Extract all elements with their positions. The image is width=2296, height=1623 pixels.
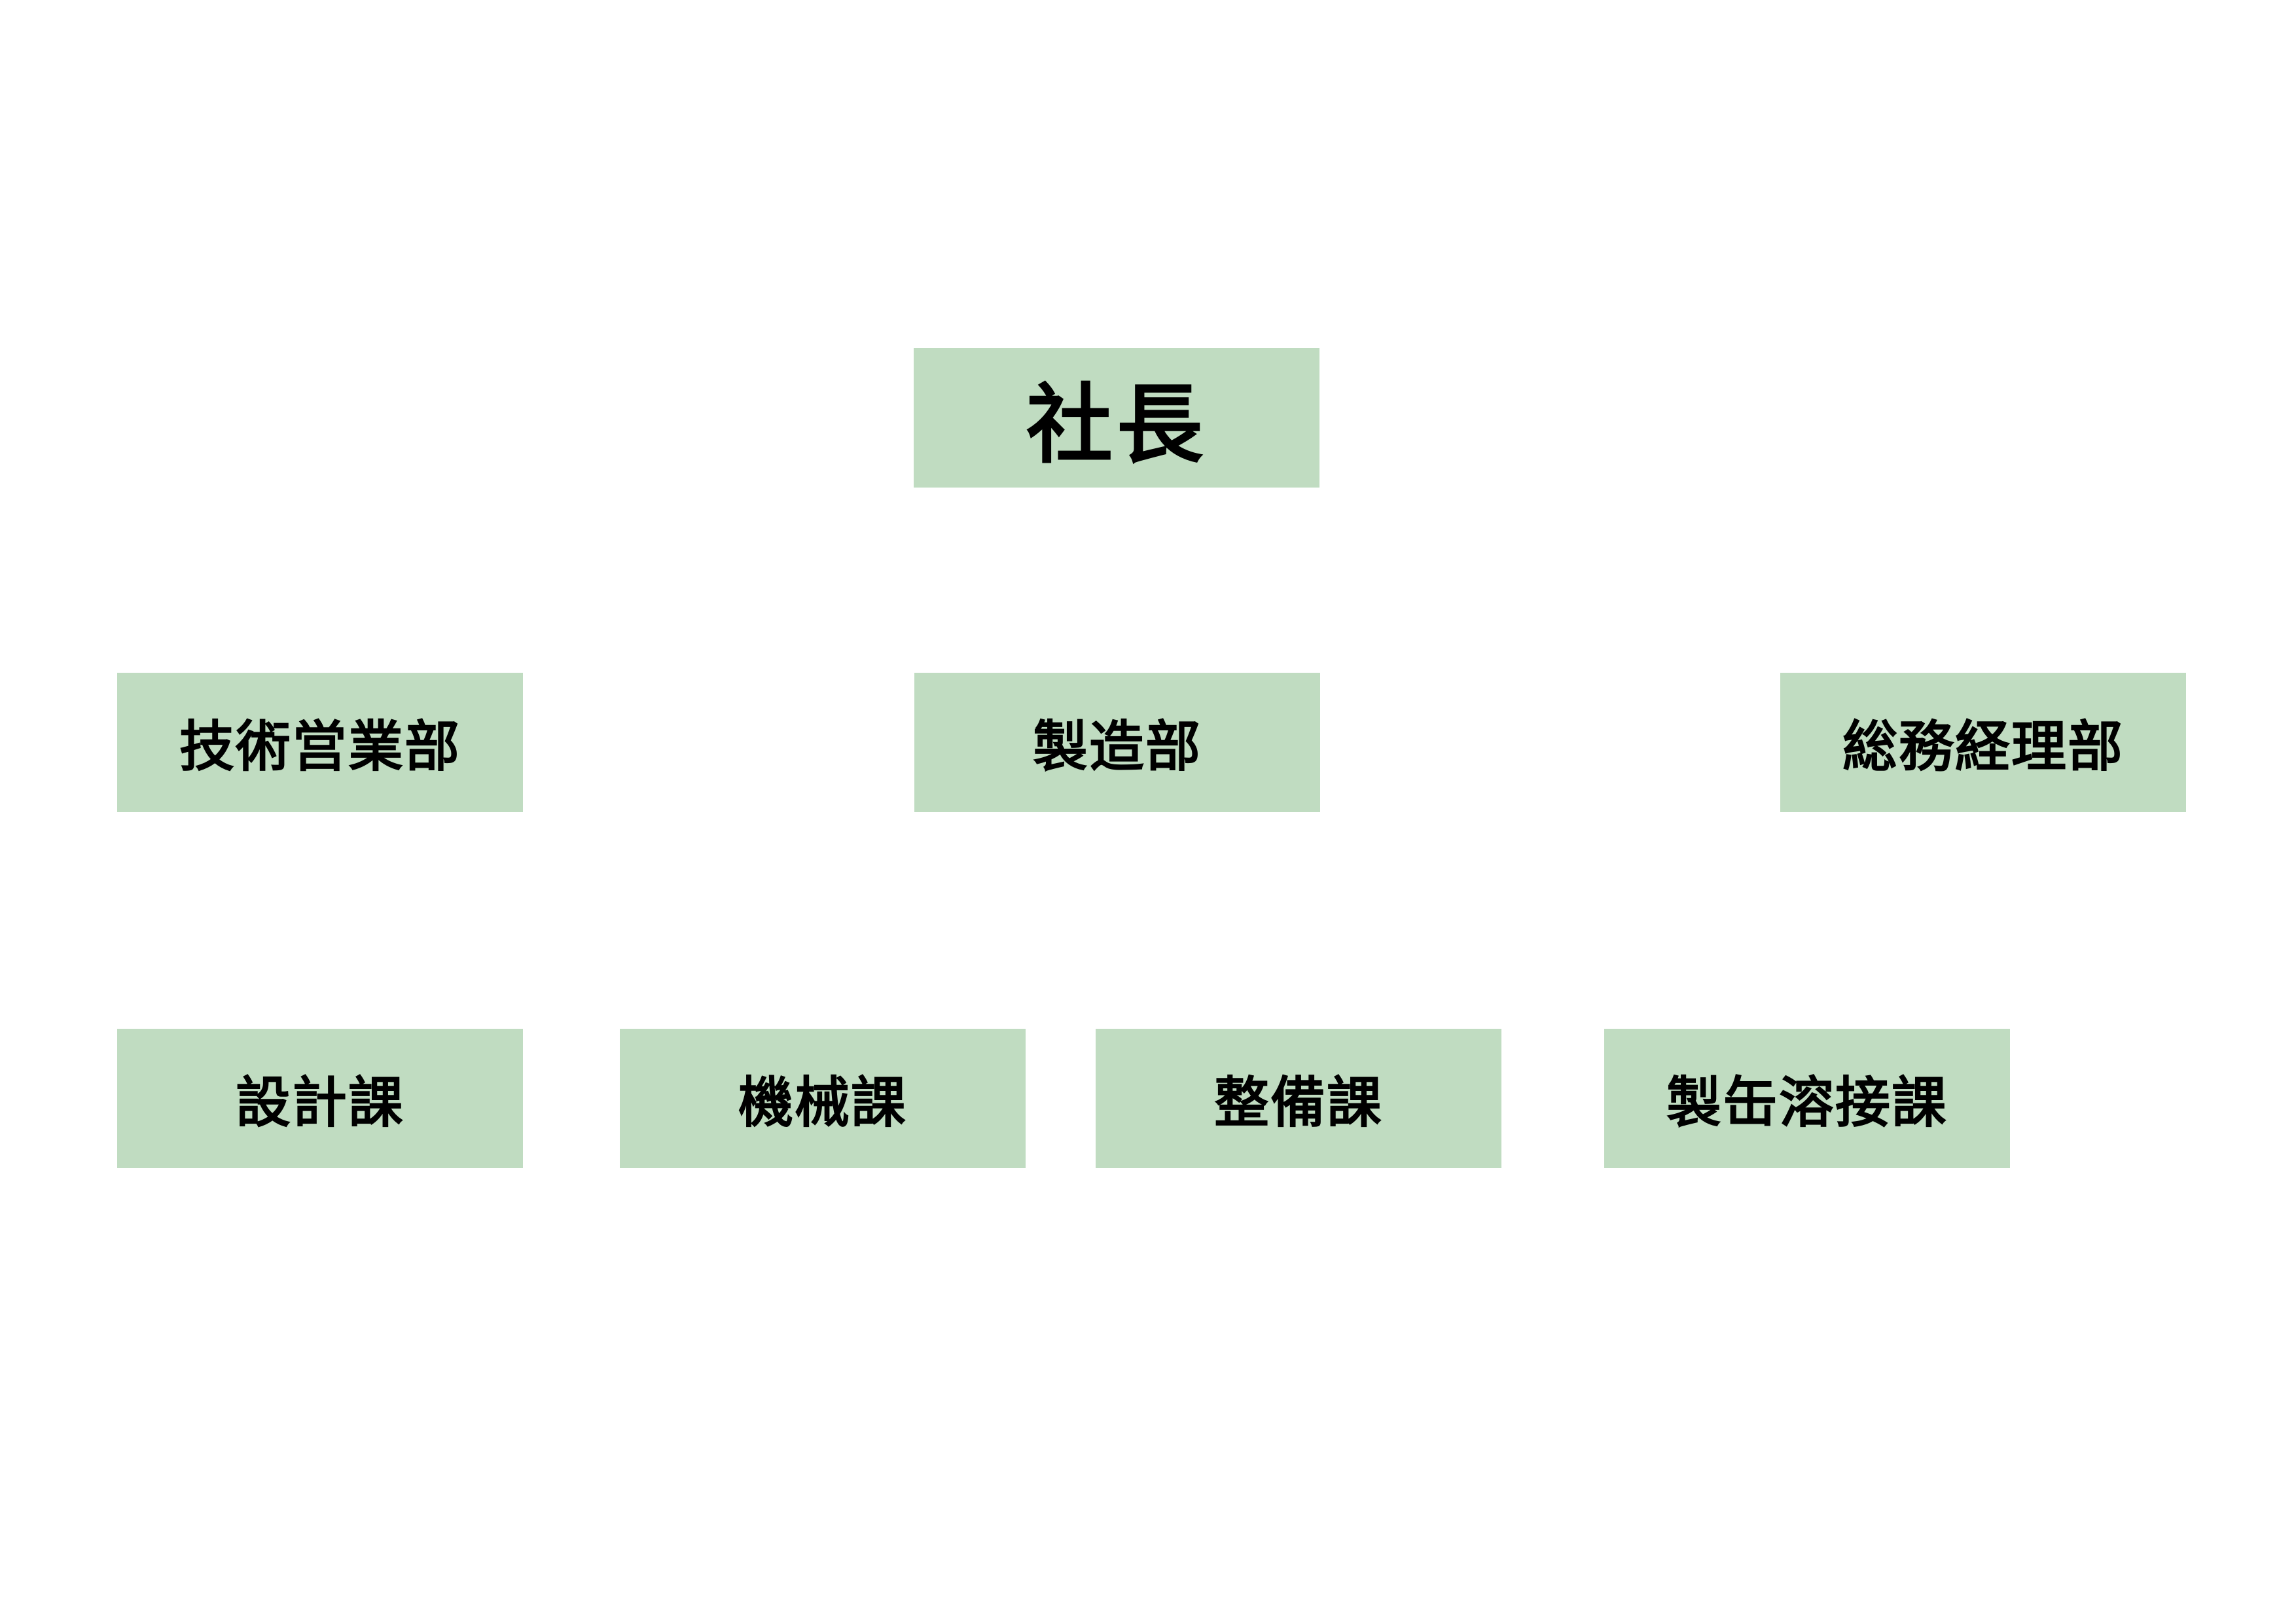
section-label: 機械課 <box>738 1070 907 1135</box>
section-label: 設計課 <box>235 1070 404 1135</box>
department-label: 総務経理部 <box>1842 714 2124 779</box>
department-box-general-affairs-accounting: 総務経理部 <box>1780 673 2186 812</box>
president-label: 社長 <box>1026 374 1207 476</box>
department-label: 技術営業部 <box>179 714 461 779</box>
section-box-design: 設計課 <box>117 1029 523 1168</box>
department-box-technical-sales: 技術営業部 <box>117 673 523 812</box>
section-box-fabrication-welding: 製缶溶接課 <box>1604 1029 2010 1168</box>
section-label: 整備課 <box>1213 1070 1383 1135</box>
department-box-manufacturing: 製造部 <box>914 673 1320 812</box>
section-label: 製缶溶接課 <box>1666 1070 1948 1135</box>
department-label: 製造部 <box>1032 714 1202 779</box>
section-box-maintenance: 整備課 <box>1096 1029 1501 1168</box>
section-box-machinery: 機械課 <box>620 1029 1026 1168</box>
president-box: 社長 <box>914 348 1319 488</box>
